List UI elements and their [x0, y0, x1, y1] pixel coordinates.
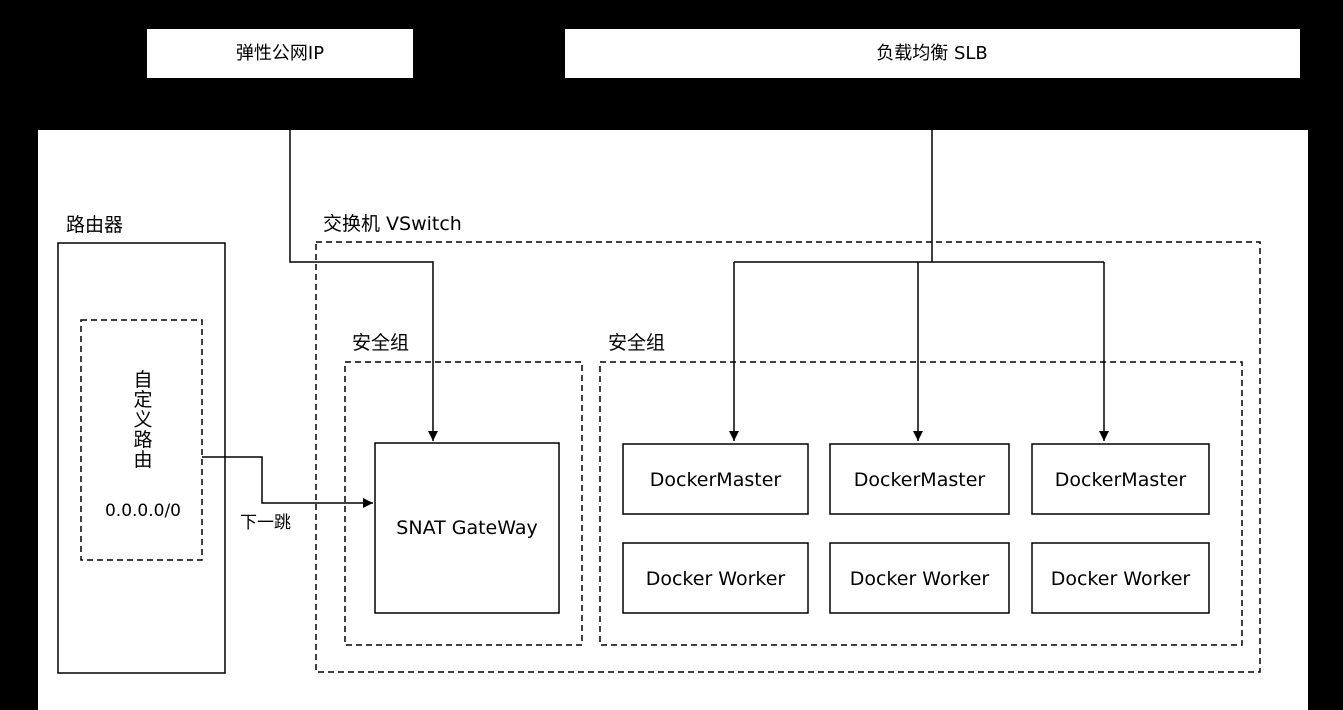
- docker-master-2-box: [829, 443, 1010, 515]
- docker-worker-2-box: [829, 542, 1010, 614]
- docker-master-1-box: [622, 443, 809, 515]
- custom-route-cidr: 0.0.0.0/0: [105, 501, 181, 521]
- vpc-panel: [38, 130, 1308, 710]
- route-to-snat-connector: [202, 456, 373, 508]
- docker-worker-2-label: Docker Worker: [850, 568, 990, 590]
- security-group-right-box: [599, 361, 1243, 646]
- security-group-right-title: 安全组: [608, 332, 665, 354]
- custom-route-char-2: 定: [133, 389, 152, 411]
- slb-box: [565, 29, 1300, 78]
- custom-route-box: [80, 319, 203, 561]
- vswitch-title: 交换机 VSwitch: [323, 213, 462, 235]
- snat-gateway-label: SNAT GateWay: [396, 517, 537, 539]
- slb-label: 负载均衡 SLB: [876, 43, 988, 64]
- eip-to-snat-connector: [289, 130, 438, 441]
- custom-route-char-1: 自: [133, 369, 152, 391]
- custom-route-char-5: 由: [133, 449, 152, 471]
- docker-nodes: DockerMaster DockerMaster DockerMasterDock…: [622, 443, 1210, 614]
- docker-master-3-label: DockerMaster: [1055, 469, 1187, 491]
- router-title: 路由器: [66, 214, 123, 236]
- custom-route-char-4: 路: [133, 429, 152, 451]
- docker-master-3-box: [1031, 443, 1210, 515]
- docker-worker-1-label: Docker Worker: [646, 568, 786, 590]
- docker-worker-3-box: [1031, 542, 1210, 614]
- docker-master-1-label: DockerMaster: [650, 469, 782, 491]
- docker-worker-3-label: Docker Worker: [1051, 568, 1191, 590]
- eip-label: 弹性公网IP: [236, 43, 324, 64]
- eip-box: [147, 29, 413, 78]
- vswitch-box: [315, 241, 1261, 673]
- next-hop-label: 下一跳: [240, 513, 291, 533]
- snat-gateway-box: [374, 442, 560, 614]
- docker-worker-1-box: [622, 542, 809, 614]
- custom-route-char-3: 义: [133, 409, 152, 431]
- security-group-left-title: 安全组: [352, 332, 409, 354]
- router-box: [57, 242, 226, 674]
- docker-master-2-label: DockerMaster: [854, 469, 986, 491]
